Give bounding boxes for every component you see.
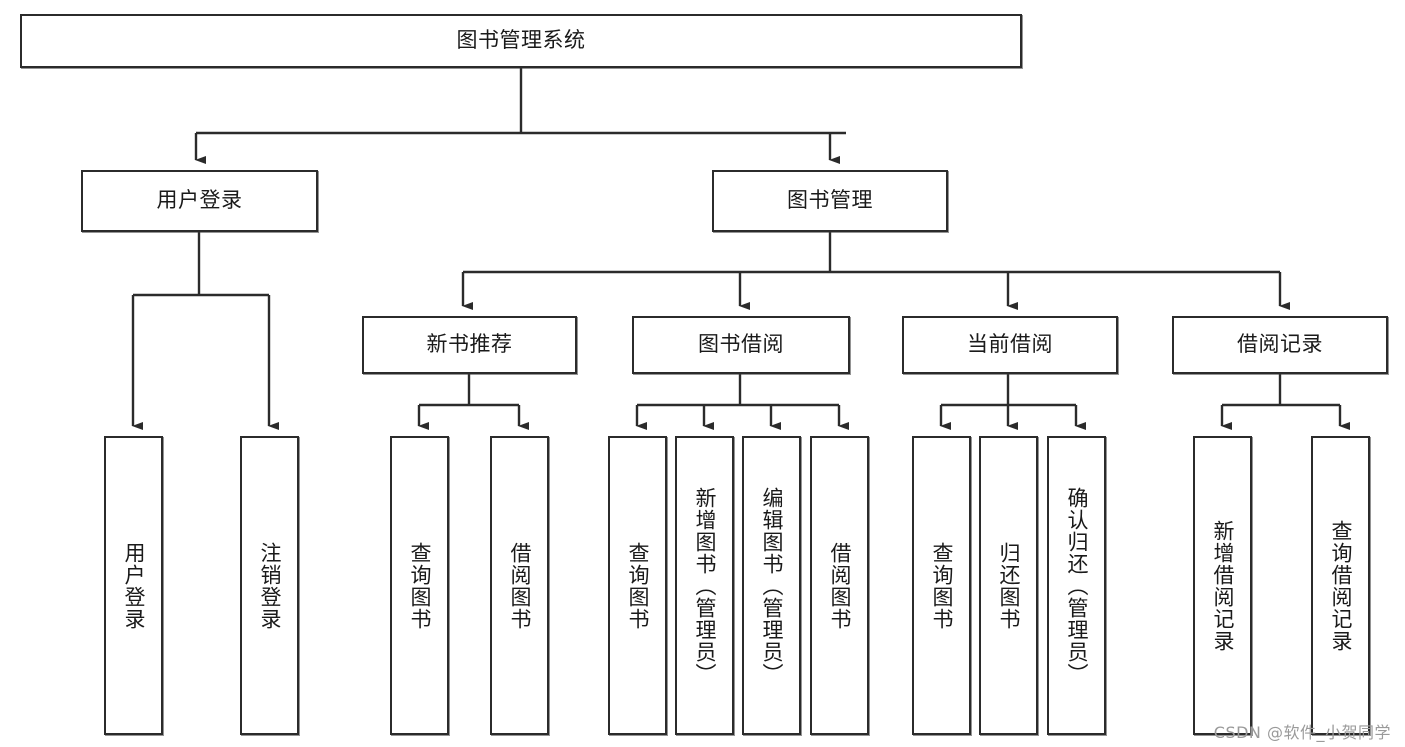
node-label: 当前借阅 <box>967 332 1053 357</box>
leaf-new-book-query[interactable]: 查询图书 <box>390 436 449 735</box>
node-user-login[interactable]: 用户登录 <box>81 170 318 232</box>
node-current-borrow[interactable]: 当前借阅 <box>902 316 1118 374</box>
leaf-new-book-borrow[interactable]: 借阅图书 <box>490 436 549 735</box>
node-new-book-recommend[interactable]: 新书推荐 <box>362 316 577 374</box>
node-label: 查询借阅记录 <box>1328 519 1353 652</box>
node-borrow-record[interactable]: 借阅记录 <box>1172 316 1388 374</box>
node-label: 编辑图书（管理员） <box>759 486 784 685</box>
node-label: 图书管理 <box>787 188 873 213</box>
node-label: 查询图书 <box>625 541 650 630</box>
node-label: 用户登录 <box>121 541 146 630</box>
node-label: 图书借阅 <box>698 332 784 357</box>
node-book-borrow[interactable]: 图书借阅 <box>632 316 850 374</box>
node-label: 用户登录 <box>156 188 243 213</box>
leaf-borrow-record-add[interactable]: 新增借阅记录 <box>1193 436 1252 735</box>
node-root-book-management-system[interactable]: 图书管理系统 <box>20 14 1022 68</box>
leaf-current-borrow-confirm-return[interactable]: 确认归还（管理员） <box>1047 436 1106 735</box>
leaf-book-borrow-edit[interactable]: 编辑图书（管理员） <box>742 436 801 735</box>
leaf-borrow-record-query[interactable]: 查询借阅记录 <box>1311 436 1370 735</box>
leaf-current-borrow-query[interactable]: 查询图书 <box>912 436 971 735</box>
leaf-book-borrow-query[interactable]: 查询图书 <box>608 436 667 735</box>
node-label: 新增借阅记录 <box>1210 519 1235 652</box>
node-label: 借阅记录 <box>1237 332 1323 357</box>
node-label: 注销登录 <box>257 541 282 630</box>
node-label: 归还图书 <box>996 541 1021 630</box>
node-label: 确认归还（管理员） <box>1064 486 1089 685</box>
node-label: 新增图书（管理员） <box>692 486 717 685</box>
node-label: 查询图书 <box>407 541 432 630</box>
node-book-management[interactable]: 图书管理 <box>712 170 948 232</box>
node-label: 借阅图书 <box>507 541 532 630</box>
watermark: CSDN @软件_小贺同学 <box>1213 723 1391 742</box>
leaf-current-borrow-return[interactable]: 归还图书 <box>979 436 1038 735</box>
leaf-user-login-login[interactable]: 用户登录 <box>104 436 163 735</box>
leaf-book-borrow-add[interactable]: 新增图书（管理员） <box>675 436 734 735</box>
leaf-book-borrow-borrow[interactable]: 借阅图书 <box>810 436 869 735</box>
node-label: 新书推荐 <box>426 332 513 357</box>
leaf-user-login-logout[interactable]: 注销登录 <box>240 436 299 735</box>
node-label: 借阅图书 <box>827 541 852 630</box>
node-label: 查询图书 <box>929 541 954 630</box>
node-label: 图书管理系统 <box>456 28 586 53</box>
